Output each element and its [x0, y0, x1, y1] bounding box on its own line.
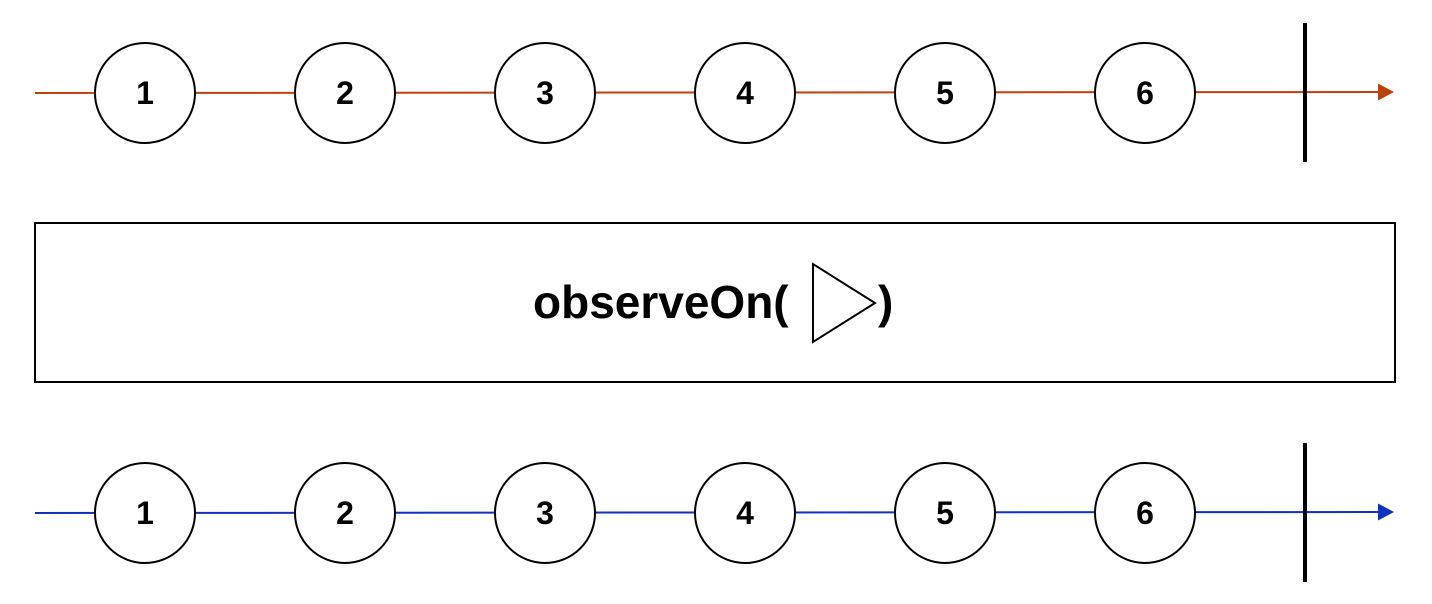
result-marble-circle	[94, 462, 196, 564]
result-marble-2: 2	[294, 462, 396, 564]
source-marble-label: 1	[136, 75, 154, 111]
operator-close-paren: )	[878, 276, 893, 328]
result-marble-label: 2	[336, 495, 354, 531]
play-triangle-icon	[812, 262, 877, 344]
source-marble-6: 6	[1094, 42, 1196, 144]
source-marble-1: 1	[94, 42, 196, 144]
result-marble-label: 4	[736, 495, 754, 531]
source-marble-circle	[494, 42, 596, 144]
source-marble-label: 3	[536, 75, 554, 111]
result-marble-1: 1	[94, 462, 196, 564]
result-marble-label: 6	[1136, 495, 1154, 531]
source-marble-circle	[894, 42, 996, 144]
result-marble-4: 4	[694, 462, 796, 564]
operator-box: observeOn( )	[34, 222, 1396, 383]
result-marble-label: 1	[136, 495, 154, 531]
source-marble-circle	[1094, 42, 1196, 144]
source-marble-circle	[294, 42, 396, 144]
source-marble-5: 5	[894, 42, 996, 144]
result-marble-label: 3	[536, 495, 554, 531]
result-marble-3: 3	[494, 462, 596, 564]
source-marble-circle	[694, 42, 796, 144]
source-marble-2: 2	[294, 42, 396, 144]
operator-border	[34, 222, 1396, 383]
result-marble-label: 5	[936, 495, 954, 531]
result-marble-circle	[694, 462, 796, 564]
result-marble-6: 6	[1094, 462, 1196, 564]
result-marble-circle	[894, 462, 996, 564]
source-arrowhead-icon	[1378, 83, 1394, 101]
source-marble-label: 6	[1136, 75, 1154, 111]
result-marble-circle	[294, 462, 396, 564]
result-marble-5: 5	[894, 462, 996, 564]
source-stream: 1 2 3 4 5 6	[34, 23, 1394, 162]
source-marble-label: 2	[336, 75, 354, 111]
source-marble-3: 3	[494, 42, 596, 144]
source-marble-label: 5	[936, 75, 954, 111]
result-stream: 1 2 3 4 5 6	[34, 443, 1394, 582]
result-arrowhead-icon	[1378, 503, 1394, 521]
source-marble-4: 4	[694, 42, 796, 144]
result-marble-circle	[494, 462, 596, 564]
result-marble-circle	[1094, 462, 1196, 564]
source-marble-circle	[94, 42, 196, 144]
operator-label: observeOn(	[533, 276, 789, 328]
source-marble-label: 4	[736, 75, 754, 111]
